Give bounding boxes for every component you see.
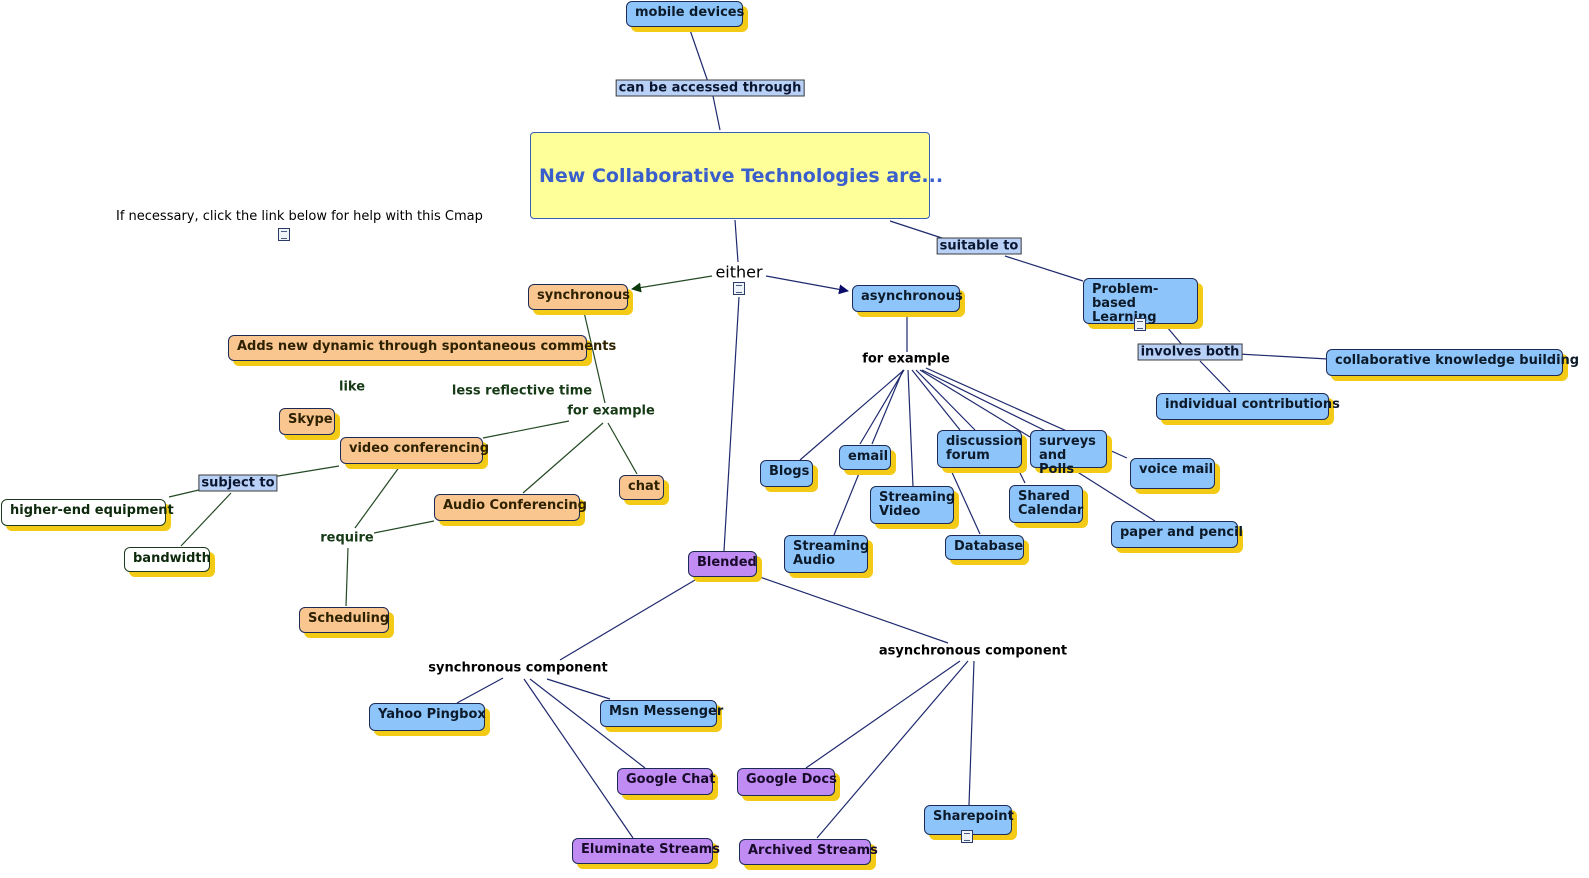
node-google-chat[interactable]: Google Chat (617, 768, 715, 795)
link-label-can-be-accessed-through[interactable]: can be accessed through (615, 79, 805, 97)
node-scheduling[interactable]: Scheduling (299, 607, 389, 633)
help-note: If necessary, click the link below for h… (116, 209, 483, 224)
node-higher-end-equipment[interactable]: higher-end equipment (1, 499, 174, 526)
node-streaming-audio[interactable]: Streaming Audio (784, 535, 869, 573)
node-audio-conferencing[interactable]: Audio Conferencing (434, 494, 587, 521)
link-label-asynchronous-component[interactable]: asynchronous component (878, 643, 1068, 659)
node-streaming-video[interactable]: Streaming Video (870, 486, 955, 524)
node-chat[interactable]: chat (619, 475, 664, 500)
help-document-icon[interactable] (278, 228, 290, 241)
link-label-for-example-async[interactable]: for example (862, 351, 950, 367)
node-bandwidth[interactable]: bandwidth (124, 547, 211, 572)
node-archived-streams[interactable]: Archived Streams (739, 839, 878, 865)
node-shared-calendar[interactable]: Shared Calendar (1009, 485, 1083, 523)
node-blogs[interactable]: Blogs (760, 460, 813, 487)
link-label-subject-to[interactable]: subject to (198, 474, 278, 492)
node-adds-new-dynamic[interactable]: Adds new dynamic through spontaneous com… (228, 335, 616, 361)
link-label-involves-both[interactable]: involves both (1137, 343, 1243, 361)
node-surveys-and-polls[interactable]: surveys and Polls (1030, 430, 1107, 477)
node-video-conferencing[interactable]: video conferencing (340, 437, 489, 464)
link-label-require[interactable]: require (320, 530, 374, 546)
node-collaborative-knowledge-building[interactable]: collaborative knowledge building (1326, 349, 1579, 376)
node-email[interactable]: email (839, 445, 891, 470)
node-blended[interactable]: Blended (688, 551, 757, 577)
link-label-suitable-to[interactable]: suitable to (936, 237, 1022, 255)
node-google-docs[interactable]: Google Docs (737, 768, 837, 796)
either-document-icon[interactable] (733, 282, 745, 295)
link-label-either[interactable]: either (715, 262, 763, 282)
node-discussion-forum[interactable]: discussion forum (937, 430, 1023, 468)
node-skype[interactable]: Skype (279, 408, 335, 435)
node-yahoo-pingbox[interactable]: Yahoo Pingbox (369, 703, 486, 731)
node-mobile-devices[interactable]: mobile devices (626, 1, 744, 27)
node-paper-and-pencil[interactable]: paper and pencil (1111, 521, 1243, 548)
node-database[interactable]: Database (945, 535, 1024, 560)
node-msn-messenger[interactable]: Msn Messenger (600, 700, 723, 727)
link-label-like[interactable]: like (338, 379, 366, 395)
node-problem-based-learning[interactable]: Problem-based Learning (1083, 278, 1198, 325)
node-eluminate-streams[interactable]: Eluminate Streams (572, 838, 720, 864)
link-label-less-reflective-time[interactable]: less reflective time (451, 383, 593, 399)
link-label-for-example-sync[interactable]: for example (567, 403, 655, 419)
main-concept-node[interactable]: New Collaborative Technologies are... (530, 132, 943, 219)
pbl-document-icon[interactable] (1134, 318, 1146, 331)
sharepoint-document-icon[interactable] (961, 830, 973, 843)
link-label-synchronous-component[interactable]: synchronous component (428, 660, 608, 676)
problem-based-learning-label: Problem-based Learning (1092, 282, 1159, 325)
node-individual-contributions[interactable]: individual contributions (1156, 393, 1340, 420)
node-asynchronous[interactable]: asynchronous (852, 285, 963, 312)
node-synchronous[interactable]: synchronous (528, 284, 630, 310)
main-title: New Collaborative Technologies are... (539, 164, 944, 187)
node-sharepoint[interactable]: Sharepoint (924, 805, 1014, 835)
node-voice-mail[interactable]: voice mail (1130, 458, 1215, 489)
